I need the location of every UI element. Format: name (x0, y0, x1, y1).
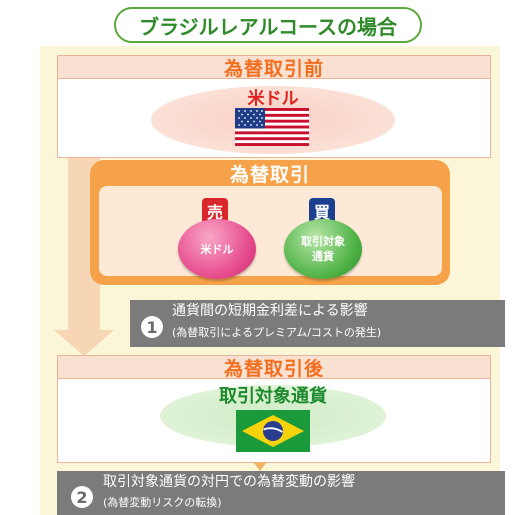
buy-badge-label: 買 (313, 203, 330, 222)
exchange-inner-box (99, 186, 442, 276)
before-currency-label: 米ドル (247, 89, 299, 109)
exchange-title-label: 為替取引 (229, 163, 310, 186)
before-header-label: 為替取引前 (223, 57, 324, 80)
note-1-box (130, 300, 505, 347)
note-1-sub-text: (為替取引によるプレミアム/コストの発生) (172, 326, 382, 339)
buy-currency-ball: 取引対象 通貨 (284, 219, 362, 279)
page-title-text: ブラジルレアルコースの場合 (139, 14, 397, 39)
brazil-flag-icon (236, 410, 310, 452)
down-arrow-icon (253, 462, 267, 471)
note-2-number-badge: 2 (71, 486, 93, 508)
buy-ball-label-line2: 通貨 (312, 250, 334, 263)
buy-ball-label-line1: 取引対象 (301, 235, 345, 248)
after-section-header: 為替取引後 (57, 355, 491, 380)
note-1-number-badge: 1 (141, 316, 163, 338)
after-currency-label: 取引対象通貨 (219, 386, 327, 407)
sell-ball-label: 米ドル (200, 242, 234, 256)
us-flag-icon (235, 108, 309, 146)
sell-badge-label: 売 (206, 203, 223, 222)
note-1-main-text: 通貨間の短期金利差による影響 (172, 303, 368, 319)
sell-currency-ball: 米ドル (178, 219, 256, 279)
page-title: ブラジルレアルコースの場合 (114, 7, 422, 43)
note-2-number: 2 (76, 487, 88, 507)
before-section-header: 為替取引前 (57, 55, 491, 80)
after-header-label: 為替取引後 (223, 357, 324, 380)
flow-arrow-head-icon (54, 330, 114, 356)
note-2-sub-text: (為替変動リスクの転換) (103, 496, 222, 509)
exchange-title: 為替取引 (90, 160, 450, 186)
note-2-box (57, 471, 505, 515)
note-2-main-text: 取引対象通貨の対円での為替変動の影響 (103, 474, 355, 490)
note-1-number: 1 (146, 317, 158, 337)
